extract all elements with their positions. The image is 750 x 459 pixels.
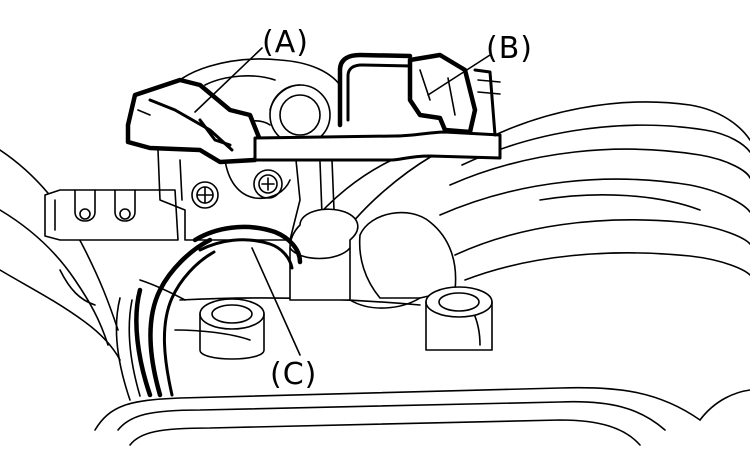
intake-duct	[289, 208, 481, 346]
leader-a	[194, 47, 263, 113]
callout-c: (C)	[270, 357, 317, 392]
sensor-housing	[157, 58, 341, 241]
pipe-to-b	[319, 52, 414, 216]
mounting-bracket	[44, 189, 179, 241]
wiring-harness-c	[134, 224, 303, 398]
leader-c	[251, 247, 301, 356]
engine-cover-right	[439, 101, 750, 421]
vacuum-hose	[253, 130, 502, 233]
left-side-contours	[0, 149, 186, 361]
port-left	[199, 298, 265, 360]
bolt-icon	[253, 169, 283, 199]
leader-lines	[194, 47, 491, 356]
port-right	[425, 286, 493, 351]
callout-b: (B)	[486, 31, 533, 66]
connector-a	[125, 77, 263, 165]
callout-a: (A)	[262, 25, 309, 60]
screw-icon	[191, 181, 219, 209]
leader-b	[427, 54, 491, 96]
connector-b	[407, 52, 501, 137]
intake-manifold-base	[94, 297, 701, 446]
